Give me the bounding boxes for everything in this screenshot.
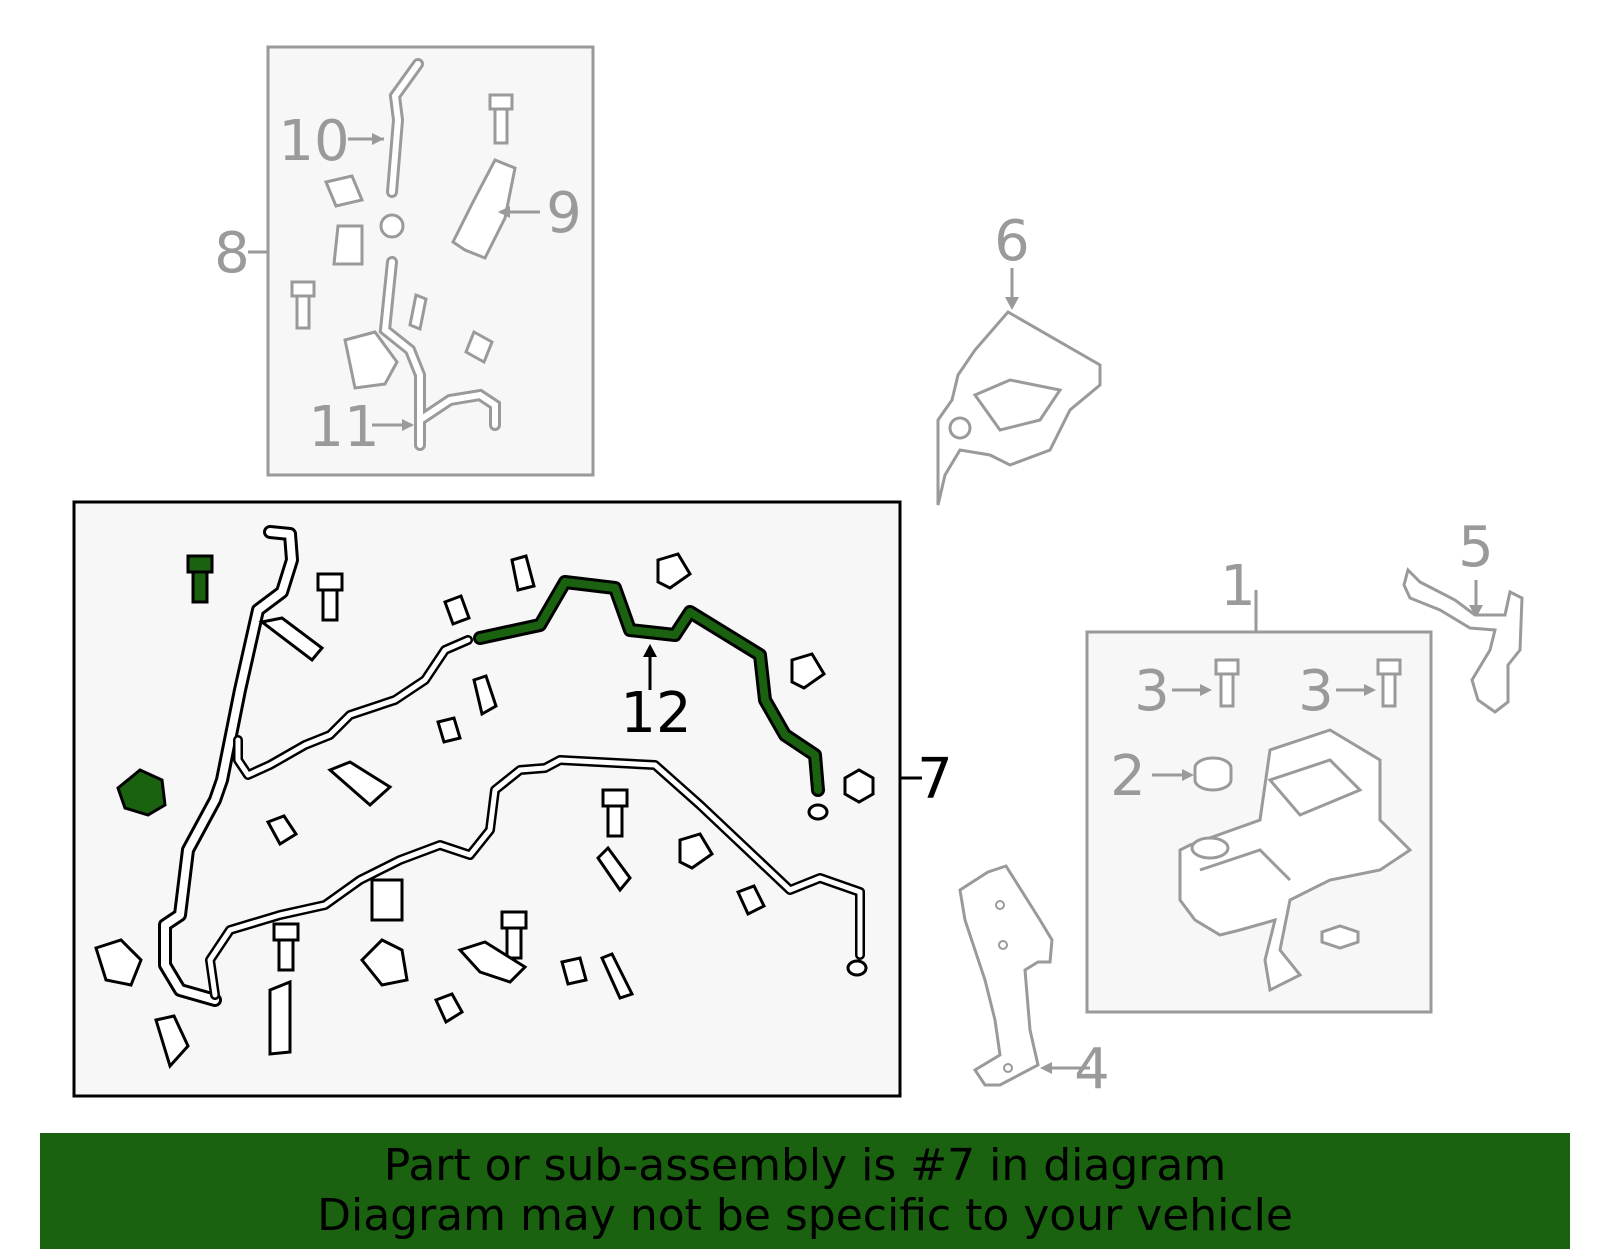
callout-1: 1 <box>1220 554 1256 619</box>
callout-2: 2 <box>1110 744 1146 809</box>
callout-7: 7 <box>917 747 953 812</box>
callout-5: 5 <box>1458 515 1494 580</box>
info-banner: Part or sub-assembly is #7 in diagram Di… <box>40 1133 1570 1249</box>
part-6-shield <box>936 268 1102 506</box>
part-5-bracket <box>1402 567 1524 714</box>
callout-3a: 3 <box>1134 659 1170 724</box>
banner-line-2: Diagram may not be specific to your vehi… <box>317 1190 1293 1241</box>
group-7-box <box>72 500 922 1098</box>
callout-6: 6 <box>994 209 1030 274</box>
group-8-box <box>248 45 595 477</box>
green-bolt <box>186 554 214 604</box>
callout-12: 12 <box>620 681 691 746</box>
callout-11: 11 <box>308 395 379 460</box>
callout-4: 4 <box>1074 1037 1110 1102</box>
banner-line-1: Part or sub-assembly is #7 in diagram <box>383 1140 1227 1191</box>
callout-10: 10 <box>278 109 349 174</box>
green-insulator <box>116 768 167 817</box>
group-1-box <box>1085 590 1433 1014</box>
part-4-bracket <box>958 864 1090 1087</box>
callout-8: 8 <box>214 221 250 286</box>
callout-3b: 3 <box>1298 659 1334 724</box>
callout-9: 9 <box>546 181 582 246</box>
